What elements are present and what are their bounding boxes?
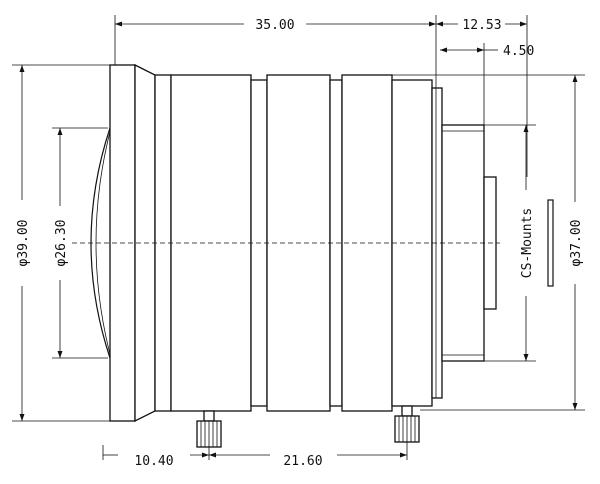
dim-front-diameter: φ26.30: [54, 220, 69, 267]
dim-mount-length: 12.53: [462, 18, 501, 33]
screw-right: [394, 405, 420, 443]
dim-outer-diameter: φ39.00: [16, 220, 31, 267]
screw-left: [196, 410, 222, 448]
mount-type-label: CS-Mounts: [520, 208, 535, 278]
barrel-ring-4: [341, 74, 393, 412]
dim-screw-spacing: 21.60: [283, 454, 322, 469]
dim-screw-offset: 10.40: [134, 454, 173, 469]
dimension-lines: [19, 21, 578, 458]
dim-length-total: 35.00: [255, 18, 294, 33]
dim-rear-diameter: φ37.00: [569, 220, 584, 267]
extension-lines: [12, 15, 585, 460]
sensor-plane-marker: [547, 199, 554, 287]
dim-flange-depth: 4.50: [503, 44, 534, 59]
